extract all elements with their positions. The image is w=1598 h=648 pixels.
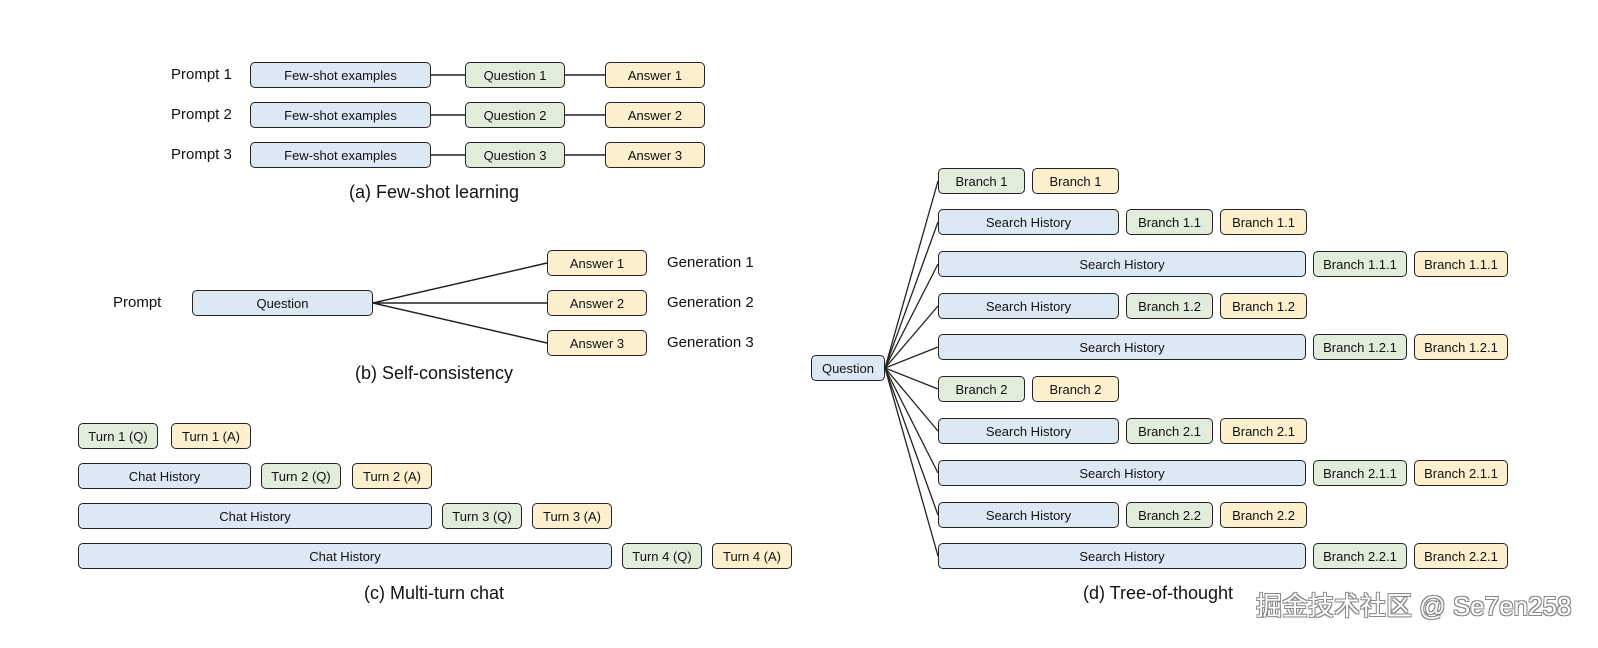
branch-answer-box: Branch 2.1 — [1220, 418, 1307, 444]
branch-question-box: Branch 2.1 — [1126, 418, 1213, 444]
turn-answer-box: Turn 2 (A) — [352, 463, 432, 489]
branch-answer-box: Branch 1.1.1 — [1414, 251, 1508, 277]
branch-answer-box: Branch 2.2 — [1220, 502, 1307, 528]
caption-tree-of-thought: (d) Tree-of-thought — [1082, 583, 1234, 603]
turn-question-box: Turn 4 (Q) — [622, 543, 702, 569]
connector — [372, 262, 548, 304]
connector — [372, 302, 548, 344]
search-history-box: Search History — [938, 502, 1119, 528]
generation-label: Generation 3 — [667, 334, 754, 351]
answer-box: Answer 3 — [547, 330, 647, 356]
turn-question-box: Turn 1 (Q) — [78, 423, 158, 449]
branch-answer-box: Branch 1.2 — [1220, 293, 1307, 319]
answer-box: Answer 2 — [547, 290, 647, 316]
root-question-box: Question — [811, 355, 885, 381]
search-history-box: Search History — [938, 251, 1306, 277]
generation-label: Generation 1 — [667, 254, 754, 271]
generation-label: Generation 2 — [667, 294, 754, 311]
chat-history-box: Chat History — [78, 503, 432, 529]
search-history-box: Search History — [938, 293, 1119, 319]
turn-answer-box: Turn 1 (A) — [171, 423, 251, 449]
chat-history-box: Chat History — [78, 463, 251, 489]
caption-self-consistency: (b) Self-consistency — [354, 363, 514, 383]
answer-box: Answer 1 — [605, 62, 705, 88]
turn-question-box: Turn 2 (Q) — [261, 463, 341, 489]
few-shot-examples-box: Few-shot examples — [250, 102, 431, 128]
branch-answer-box: Branch 1 — [1032, 168, 1119, 194]
question-box: Question 3 — [465, 142, 565, 168]
answer-box: Answer 3 — [605, 142, 705, 168]
tree-connector — [884, 367, 939, 474]
tree-connector — [884, 221, 939, 369]
prompt-label: Prompt 3 — [171, 146, 232, 163]
tree-connector — [884, 305, 939, 369]
prompt-label: Prompt 1 — [171, 66, 232, 83]
question-box: Question 2 — [465, 102, 565, 128]
branch-answer-box: Branch 1.2.1 — [1414, 334, 1508, 360]
branch-question-box: Branch 1.1 — [1126, 209, 1213, 235]
chat-history-box: Chat History — [78, 543, 612, 569]
few-shot-examples-box: Few-shot examples — [250, 62, 431, 88]
tree-connector — [884, 180, 939, 369]
turn-answer-box: Turn 3 (A) — [532, 503, 612, 529]
prompt-label: Prompt 2 — [171, 106, 232, 123]
tree-connector — [884, 367, 939, 516]
answer-box: Answer 1 — [547, 250, 647, 276]
question-box: Question 1 — [465, 62, 565, 88]
answer-box: Answer 2 — [605, 102, 705, 128]
tree-connector — [884, 367, 939, 557]
turn-question-box: Turn 3 (Q) — [442, 503, 522, 529]
branch-question-box: Branch 2.2 — [1126, 502, 1213, 528]
few-shot-examples-box: Few-shot examples — [250, 142, 431, 168]
branch-question-box: Branch 1 — [938, 168, 1025, 194]
branch-answer-box: Branch 2.1.1 — [1414, 460, 1508, 486]
branch-answer-box: Branch 1.1 — [1220, 209, 1307, 235]
branch-question-box: Branch 1.1.1 — [1313, 251, 1407, 277]
prompt-label: Prompt — [113, 294, 162, 311]
question-box: Question — [192, 290, 373, 316]
tree-connector — [884, 367, 939, 390]
tree-connector — [884, 346, 939, 369]
watermark: 掘金技术社区 @ Se7en258 — [1256, 591, 1572, 621]
branch-question-box: Branch 2.2.1 — [1313, 543, 1407, 569]
tree-connector — [884, 263, 939, 369]
branch-question-box: Branch 2.1.1 — [1313, 460, 1407, 486]
caption-few-shot: (a) Few-shot learning — [348, 182, 520, 202]
branch-answer-box: Branch 2.2.1 — [1414, 543, 1508, 569]
search-history-box: Search History — [938, 209, 1119, 235]
branch-question-box: Branch 1.2 — [1126, 293, 1213, 319]
turn-answer-box: Turn 4 (A) — [712, 543, 792, 569]
search-history-box: Search History — [938, 460, 1306, 486]
search-history-box: Search History — [938, 334, 1306, 360]
tree-connector — [884, 367, 939, 432]
branch-question-box: Branch 1.2.1 — [1313, 334, 1407, 360]
search-history-box: Search History — [938, 543, 1306, 569]
caption-multi-turn: (c) Multi-turn chat — [363, 583, 505, 603]
branch-answer-box: Branch 2 — [1032, 376, 1119, 402]
branch-question-box: Branch 2 — [938, 376, 1025, 402]
search-history-box: Search History — [938, 418, 1119, 444]
